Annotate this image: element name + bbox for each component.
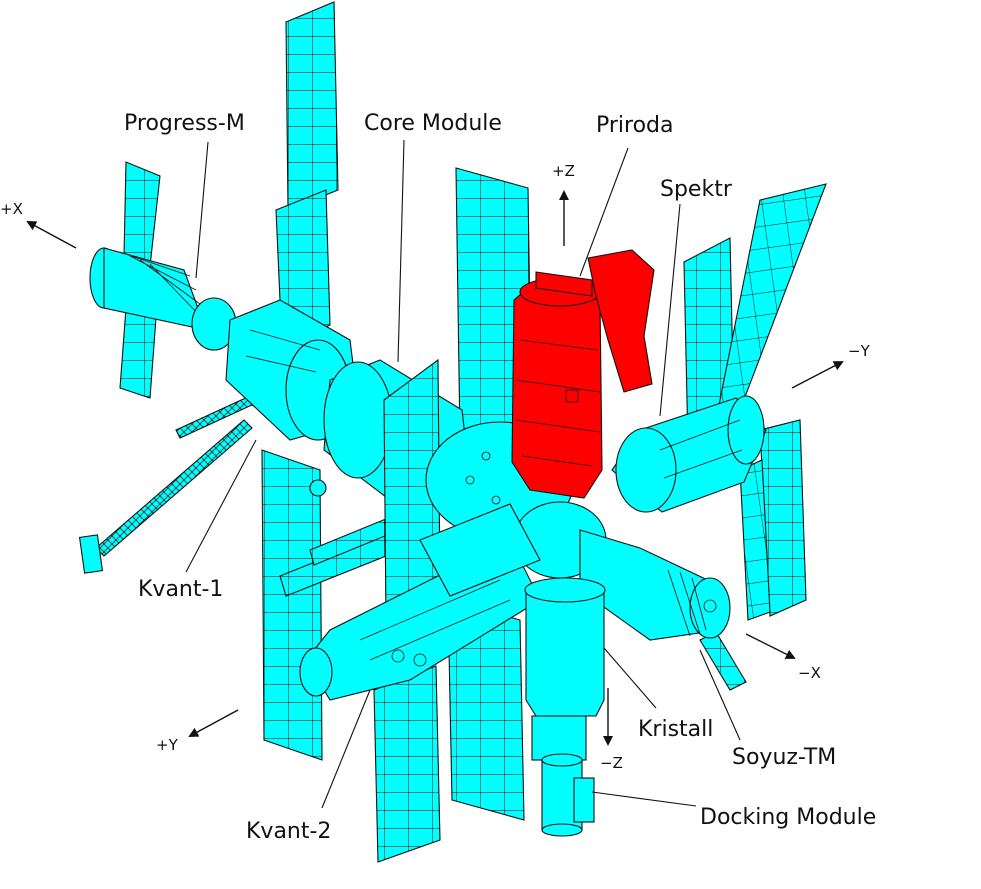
- axis-minus-x: −X: [745, 633, 821, 682]
- axis-plus-y-label: +Y: [156, 736, 179, 754]
- sofora-truss: [78, 395, 255, 574]
- label-kristall: Kristall: [638, 717, 713, 742]
- label-docking-module: Docking Module: [700, 805, 876, 830]
- label-progress-m: Progress-M: [124, 111, 245, 136]
- spektr-solar-array-lower: [739, 419, 807, 621]
- soyuz-tm-spacecraft: [579, 529, 731, 641]
- kvant-2-module: [299, 503, 541, 701]
- kristall-module: [524, 577, 606, 761]
- axis-plus-x: +X: [0, 200, 77, 249]
- axis-minus-z-label: −Z: [600, 754, 623, 772]
- label-core-module: Core Module: [364, 111, 502, 136]
- axis-minus-x-label: −X: [798, 664, 821, 682]
- axis-plus-z-label: +Z: [552, 162, 575, 180]
- label-priroda: Priroda: [596, 113, 674, 138]
- kristall-solar-array-lower: [373, 599, 525, 863]
- label-kvant-2: Kvant-2: [246, 819, 331, 844]
- axis-plus-y: +Y: [156, 709, 239, 754]
- spektr-solar-array-upper: [683, 183, 827, 447]
- docking-module: [541, 753, 595, 837]
- kvant-1-solar-array-lower: [261, 449, 323, 761]
- axis-plus-x-label: +X: [0, 200, 23, 218]
- progress-m-spacecraft: [89, 247, 237, 351]
- label-spektr: Spektr: [660, 177, 733, 202]
- label-soyuz-tm: Soyuz-TM: [732, 745, 836, 770]
- kvant-1-solar-array-upper: [275, 1, 339, 346]
- axis-minus-z: −Z: [600, 688, 623, 772]
- priroda-module: [511, 249, 655, 499]
- soyuz-solar-array: [699, 631, 747, 691]
- spektr-module: [611, 395, 767, 513]
- label-kvant-1: Kvant-1: [138, 577, 223, 602]
- axis-minus-y-label: −Y: [848, 342, 871, 360]
- axis-plus-z: +Z: [552, 162, 575, 246]
- axis-minus-y: −Y: [791, 342, 871, 389]
- leader-lines: [185, 139, 741, 809]
